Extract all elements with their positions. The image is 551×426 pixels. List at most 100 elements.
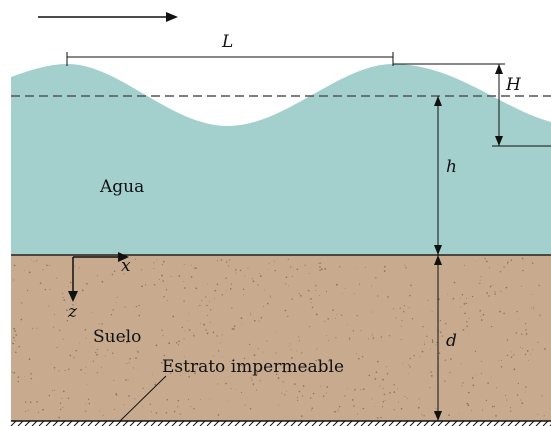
soil-speckle [172,315,175,318]
soil-speckle [163,296,165,298]
soil-speckle [400,325,402,327]
soil-speckle [262,305,265,308]
soil-speckle [466,298,468,300]
soil-speckle [203,323,205,326]
soil-speckle [13,264,16,267]
soil-speckle [528,360,529,361]
soil-speckle [310,409,312,411]
soil-speckle [123,341,125,343]
soil-speckle [80,369,82,371]
soil-speckle [183,264,185,266]
soil-speckle [406,397,408,399]
soil-speckle [252,278,253,280]
soil-speckle [324,321,326,323]
soil-speckle [533,309,534,310]
soil-speckle [145,284,147,286]
soil-speckle [161,274,163,277]
soil-speckle [521,347,523,349]
soil-speckle [371,334,373,336]
soil-speckle [488,295,490,297]
soil-speckle [418,398,420,400]
soil-speckle [374,378,377,380]
hatch-mark [500,420,507,426]
soil-speckle [184,370,186,372]
soil-speckle [30,259,32,261]
soil-speckle [128,395,130,397]
soil-speckle [341,314,343,316]
soil-speckle [318,262,320,264]
soil-speckle [12,342,14,345]
soil-speckle [155,344,158,347]
soil-speckle [492,284,494,286]
hatch-mark [24,420,31,426]
soil-speckle [520,399,522,401]
hatch-mark [220,420,227,426]
soil-speckle [506,399,508,401]
soil-speckle [235,272,237,274]
soil-speckle [325,291,328,293]
soil-speckle [135,357,137,359]
soil-speckle [403,305,405,307]
soil-speckle [175,342,178,344]
hatch-mark [192,420,199,426]
soil-speckle [525,391,526,393]
soil-speckle [258,348,259,349]
soil-speckle [11,371,13,373]
soil-speckle [494,293,496,295]
soil-speckle [358,283,361,285]
soil-speckle [112,309,114,311]
soil-speckle [180,375,182,376]
soil-region [11,255,551,421]
hatch-mark [472,420,479,426]
hatch-mark [38,420,45,426]
soil-speckle [260,316,263,319]
soil-speckle [177,399,180,402]
soil-speckle [485,399,488,402]
soil-speckle [459,297,461,299]
water-depth-label: h [446,157,457,177]
soil-speckle [123,404,125,406]
soil-speckle [227,369,229,371]
soil-speckle [49,288,51,290]
soil-speckle [310,302,312,304]
soil-speckle [275,373,278,375]
soil-speckle [289,343,291,345]
soil-speckle [327,318,329,320]
soil-speckle [25,410,27,412]
soil-speckle [13,371,16,374]
soil-speckle [499,310,501,313]
soil-speckle [319,266,321,268]
stratum-hatching [10,420,551,426]
hatch-mark [542,420,549,426]
soil-speckle [212,331,215,334]
soil-speckle [525,333,528,335]
soil-speckle [60,408,62,411]
soil-speckle [300,415,303,417]
soil-speckle [59,402,62,404]
soil-speckle [225,290,227,292]
soil-speckle [250,314,252,316]
soil-speckle [431,340,434,342]
soil-speckle [73,357,75,359]
soil-speckle [206,283,208,285]
soil-speckle [410,284,412,287]
hatch-mark [178,420,185,426]
soil-speckle [142,405,144,407]
soil-speckle [267,268,269,270]
wave-height-dimension [393,63,551,147]
soil-speckle [383,270,386,272]
soil-speckle [499,271,502,273]
soil-speckle [169,372,172,374]
soil-speckle [525,386,527,388]
hatch-mark [304,420,311,426]
soil-speckle [462,382,464,384]
soil-speckle [371,398,373,400]
soil-speckle [400,407,403,410]
soil-speckle [24,376,25,378]
soil-speckle [519,346,521,348]
hatch-mark [416,420,423,426]
soil-speckle [53,314,55,316]
soil-speckle [465,302,468,304]
soil-speckle [66,309,68,312]
